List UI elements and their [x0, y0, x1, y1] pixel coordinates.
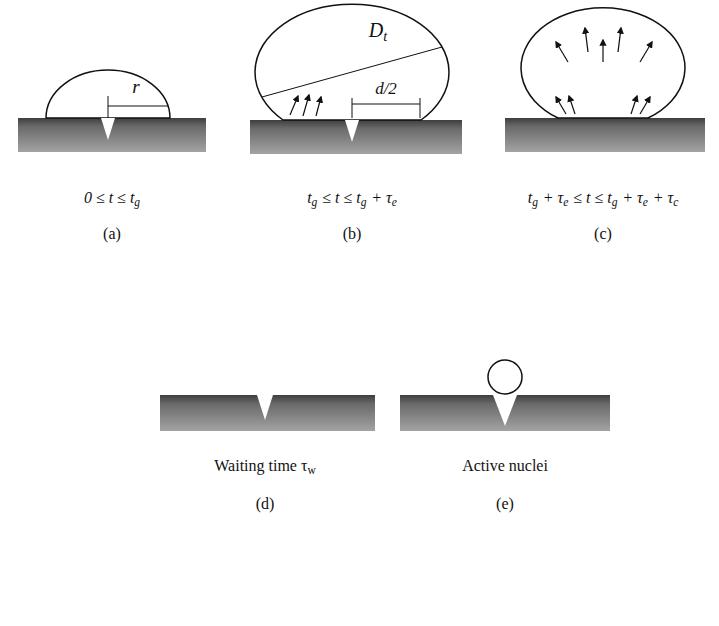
panel-label-group: (d) [256, 494, 275, 513]
dimension-label-group: Dt [369, 18, 387, 46]
dimension-label: r [132, 76, 139, 97]
nucleus-bubble [488, 360, 522, 394]
dimension-label-group: r [132, 76, 139, 99]
subscript: c [673, 196, 678, 208]
time-interval: 0 ≤ t ≤ t [84, 189, 134, 206]
cavity [257, 395, 273, 420]
panel-label: (c) [594, 225, 612, 242]
time-interval-group: tg≤ t ≤ tg+ τe [307, 188, 397, 210]
cavity [345, 120, 359, 142]
half-base-line [352, 104, 420, 105]
stage-label: Waiting time τ [214, 457, 307, 474]
heated-wall [400, 395, 610, 431]
diameter-line [262, 47, 442, 97]
subscript: e [563, 196, 568, 208]
cavity [493, 395, 517, 426]
heated-wall [505, 118, 705, 152]
bubble-dome [46, 70, 170, 118]
evaporation-arrows [290, 95, 321, 116]
time-interval: + τ [371, 189, 392, 206]
heated-wall [18, 118, 206, 152]
time-interval: + τ [622, 189, 643, 206]
time-interval: t [528, 189, 532, 206]
subscript: t [383, 28, 387, 44]
dimension-label: D [369, 19, 383, 41]
panel-label: (d) [256, 495, 275, 512]
heated-wall [250, 120, 462, 154]
subscript: e [392, 196, 397, 208]
time-interval: ≤ t ≤ t [322, 189, 360, 206]
subscript: g [612, 196, 618, 208]
dimension-label: d/2 [375, 79, 397, 98]
panel-label-group: (e) [496, 494, 514, 513]
panel-label-group: (a) [103, 224, 121, 243]
dimension-tick [108, 96, 109, 118]
stage-label: Active nuclei [462, 457, 548, 474]
evaporation-arrows [556, 28, 652, 114]
time-interval: + τ [653, 189, 674, 206]
subscript: g [532, 196, 538, 208]
subscript: e [643, 196, 648, 208]
dimension-tick [420, 98, 421, 118]
time-interval: + τ [543, 189, 564, 206]
panel-label: (e) [496, 495, 514, 512]
time-interval: t [307, 189, 311, 206]
time-interval-group: tg+ τe≤ t ≤ tg+ τe+ τc [528, 188, 679, 210]
subscript: g [361, 196, 367, 208]
bubble [521, 8, 685, 118]
stage-label-group: Active nuclei [462, 456, 548, 475]
stage-label-group: Waiting time τw [214, 456, 315, 478]
panel-label: (b) [343, 225, 362, 242]
heated-wall [160, 395, 375, 431]
subscript: g [312, 196, 318, 208]
subscript: g [134, 196, 140, 208]
panel-label: (a) [103, 225, 121, 242]
radius-line [108, 106, 168, 107]
dimension-tick [352, 98, 353, 118]
time-interval: ≤ t ≤ t [573, 189, 611, 206]
time-interval-group: 0 ≤ t ≤ tg [84, 188, 140, 210]
subscript: w [307, 464, 315, 476]
panel-label-group: (b) [343, 224, 362, 243]
bubble [255, 4, 449, 120]
panel-label-group: (c) [594, 224, 612, 243]
dimension-label-group: d/2 [375, 79, 397, 99]
cavity [101, 118, 115, 140]
